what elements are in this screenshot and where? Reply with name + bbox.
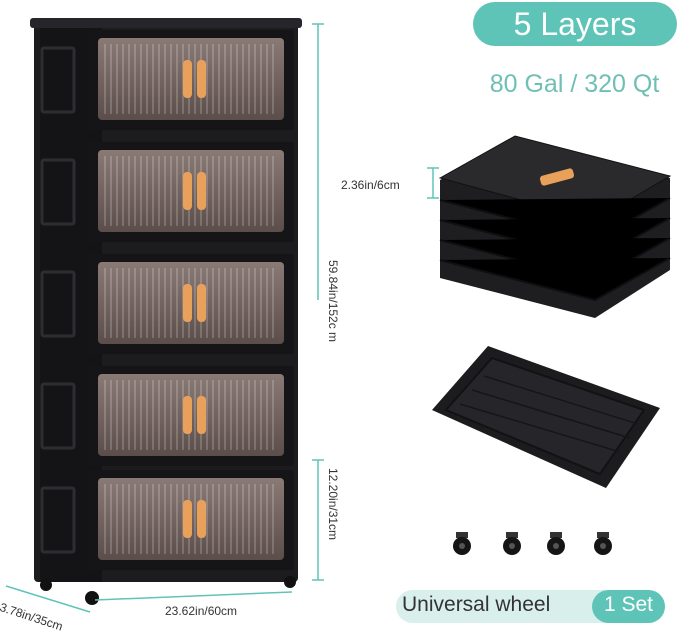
cabinet-layer xyxy=(40,470,294,570)
wheel-set-badge xyxy=(592,590,665,623)
base-tray xyxy=(432,346,660,488)
cabinet-layer xyxy=(40,30,294,130)
layers-badge: 5 Layers xyxy=(473,2,677,46)
wheel-set-label: 1 Set xyxy=(603,593,654,616)
door-handle xyxy=(197,500,206,538)
door-handle xyxy=(183,284,192,322)
box-height-label: 12.20in/31cm xyxy=(326,468,340,541)
cabinet-wheels xyxy=(40,576,296,605)
layer-height-label: 2.36in/6cm xyxy=(341,178,400,192)
folded-layers-stack xyxy=(438,135,672,318)
door-handle xyxy=(183,396,192,434)
door-handle xyxy=(197,172,206,210)
door-handle xyxy=(183,60,192,98)
door-handle xyxy=(197,284,206,322)
cabinet-layer xyxy=(40,254,294,354)
cabinet-layer xyxy=(40,142,294,242)
cabinet-layer xyxy=(40,366,294,466)
loose-wheels xyxy=(453,532,612,555)
door-handle xyxy=(197,60,206,98)
capacity-label: 80 Gal / 320 Qt xyxy=(489,70,660,98)
dimension-lines xyxy=(5,23,439,613)
door-handle xyxy=(183,172,192,210)
storage-cabinet xyxy=(30,18,302,582)
door-handle xyxy=(183,500,192,538)
wheel-label: Universal wheel xyxy=(402,593,551,616)
total-height-label: 59.84in/152c m xyxy=(326,260,340,343)
door-handle xyxy=(197,396,206,434)
width-label: 23.62in/60cm xyxy=(165,604,238,618)
